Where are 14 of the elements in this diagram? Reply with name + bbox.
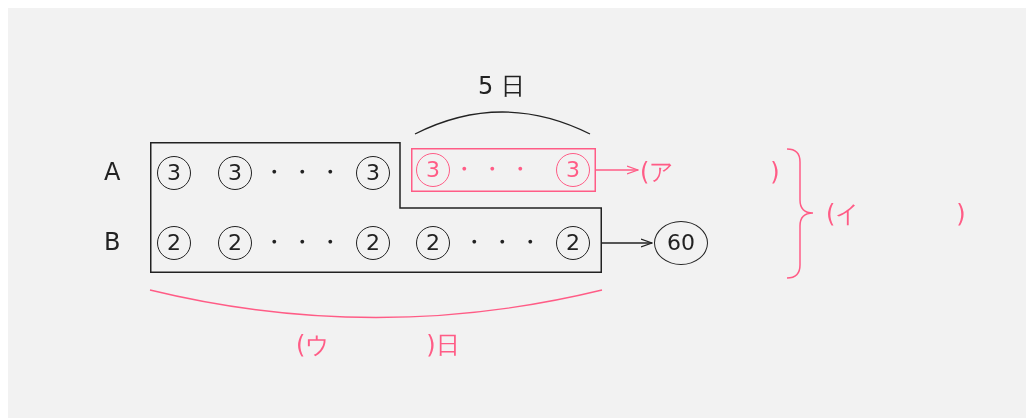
- text-label: ・・・: [262, 228, 346, 257]
- arrow: [595, 165, 639, 175]
- text-label: 5 日: [478, 72, 525, 101]
- text-label: ・・・: [262, 158, 346, 187]
- text-label: ・・・: [452, 155, 536, 184]
- outline-box: [411, 148, 596, 192]
- arrow: [601, 238, 653, 248]
- text-label: ・・・: [462, 228, 546, 257]
- text-label: (ウ )日: [296, 331, 460, 360]
- text-label: (イ ): [826, 200, 966, 229]
- answer-blank: (ア ): [640, 154, 780, 190]
- text-label: A: [104, 158, 121, 187]
- outline-box: [150, 142, 602, 273]
- text-label: B: [104, 228, 121, 257]
